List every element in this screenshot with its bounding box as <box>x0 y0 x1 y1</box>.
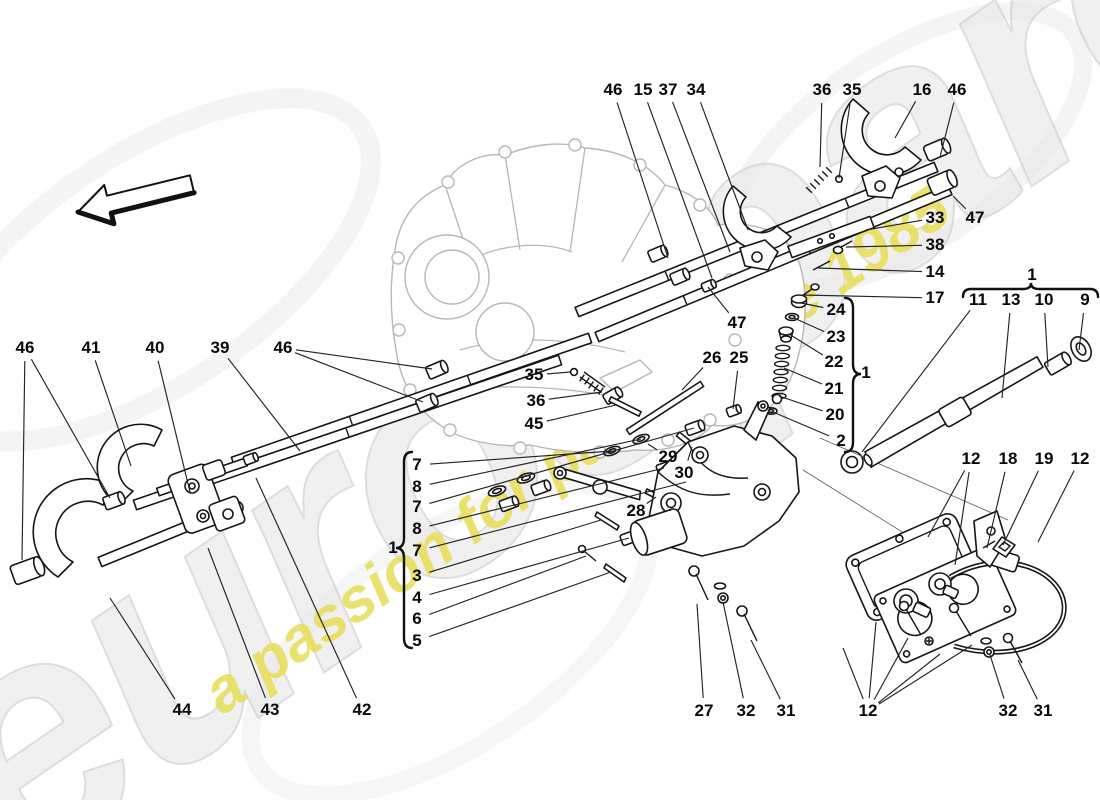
callout-36: 36 <box>812 80 832 99</box>
callout-22: 22 <box>824 352 844 371</box>
callout-15: 15 <box>633 80 653 99</box>
bolt-38 <box>832 240 853 255</box>
callout-21: 21 <box>824 379 844 398</box>
shift-fork-16 <box>840 98 922 199</box>
callout-31: 31 <box>1033 701 1053 720</box>
callout-40: 40 <box>145 338 165 357</box>
callout-44: 44 <box>172 700 192 719</box>
callout-6: 6 <box>412 609 422 628</box>
bushing-46-left <box>32 555 46 577</box>
callout-46: 46 <box>273 338 293 357</box>
callout-46: 46 <box>947 80 967 99</box>
callout-2: 2 <box>836 431 846 450</box>
callout-30: 30 <box>674 463 694 482</box>
callout-38: 38 <box>925 235 945 254</box>
callout-25: 25 <box>729 348 749 367</box>
ball-20 <box>771 393 783 405</box>
callout-34: 34 <box>686 80 706 99</box>
callout-36: 36 <box>526 391 546 410</box>
direction-arrow-icon <box>75 174 197 227</box>
bolt-27 <box>688 565 709 601</box>
ball-35-upper <box>834 175 843 184</box>
callout-37: 37 <box>658 80 678 99</box>
brace-group-right <box>843 296 862 454</box>
callout-32: 32 <box>736 701 756 720</box>
seat-22 <box>778 326 794 336</box>
pin-45 <box>608 395 642 418</box>
callout-43: 43 <box>260 700 280 719</box>
callout-17: 17 <box>925 288 945 307</box>
callout-41: 41 <box>81 338 101 357</box>
pin-14 <box>812 260 831 271</box>
nut-32b <box>980 637 995 658</box>
callout-1: 1 <box>1027 265 1037 284</box>
callout-12: 12 <box>858 701 878 720</box>
callout-26: 26 <box>702 348 722 367</box>
callout-27: 27 <box>694 701 714 720</box>
bolt-right-2 <box>948 602 972 637</box>
pad-40 <box>117 490 126 505</box>
callout-7: 7 <box>412 541 422 560</box>
callout-31: 31 <box>776 701 796 720</box>
bolt-31b <box>1002 632 1023 664</box>
callout-7: 7 <box>412 497 422 516</box>
callout-9: 9 <box>1080 290 1090 309</box>
callout-20: 20 <box>825 405 845 424</box>
callout-16: 16 <box>912 80 932 99</box>
brace-group-top <box>961 282 1100 299</box>
sensor-plate-assembly <box>845 510 1067 664</box>
callout-23: 23 <box>826 327 846 346</box>
bolt-right-1 <box>898 600 922 636</box>
callout-7: 7 <box>412 455 422 474</box>
callout-10: 10 <box>1034 290 1054 309</box>
selector-hub-43 <box>167 459 246 534</box>
callout-12: 12 <box>1070 449 1090 468</box>
callout-39: 39 <box>210 338 230 357</box>
brace-group-left <box>395 450 414 650</box>
callout-46: 46 <box>603 80 623 99</box>
callout-19: 19 <box>1034 449 1054 468</box>
detent-spring-ball-mid <box>569 367 642 418</box>
pin-5 <box>603 563 627 583</box>
callout-5: 5 <box>412 631 422 650</box>
callout-47: 47 <box>727 313 747 332</box>
callout-32: 32 <box>998 701 1018 720</box>
callout-24: 24 <box>826 300 846 319</box>
ball-35 <box>569 367 579 377</box>
callout-46: 46 <box>15 338 35 357</box>
callout-18: 18 <box>998 449 1018 468</box>
callout-4: 4 <box>412 588 422 607</box>
plunger-36 <box>614 386 624 398</box>
callout-28: 28 <box>626 501 646 520</box>
callout-1: 1 <box>861 363 871 382</box>
callout-45: 45 <box>524 414 544 433</box>
callout-33: 33 <box>925 208 945 227</box>
callout-8: 8 <box>412 477 422 496</box>
callout-47: 47 <box>965 208 985 227</box>
callout-1: 1 <box>388 538 398 557</box>
screw-small <box>924 636 934 646</box>
callout-14: 14 <box>925 262 945 281</box>
callout-8: 8 <box>412 519 422 538</box>
bushing-10 <box>1061 351 1072 366</box>
callout-3: 3 <box>412 566 422 585</box>
callout-35: 35 <box>842 80 862 99</box>
callout-12: 12 <box>961 449 981 468</box>
callout-42: 42 <box>352 700 372 719</box>
bolt-31a <box>736 605 758 642</box>
callout-35: 35 <box>524 365 544 384</box>
callout-13: 13 <box>1001 290 1021 309</box>
callout-11: 11 <box>969 290 987 309</box>
speed-sensor-2 <box>928 572 960 600</box>
nut-32a <box>713 582 729 604</box>
